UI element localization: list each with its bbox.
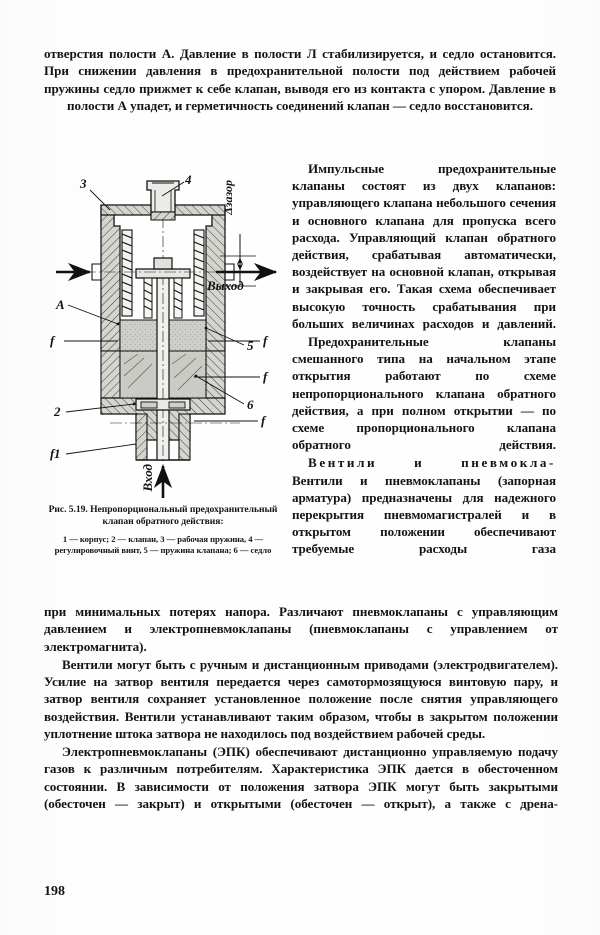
- figure-callout-f-right-lower: f: [261, 413, 266, 428]
- figure-legend: 1 — корпус; 2 — клапан, 3 — рабочая пруж…: [54, 534, 272, 555]
- paragraph-intro: отверстия полости А. Давление в полости …: [44, 46, 556, 113]
- figure-callout-a: А: [56, 297, 65, 312]
- paragraph-ventili-pneumo: Вентили и пневмоклапаны (запорная армату…: [292, 472, 556, 557]
- top-text-block: отверстия полости А. Давление в полости …: [44, 45, 556, 114]
- figure-callout-3: 3: [80, 176, 87, 191]
- figure-callout-2: 2: [54, 404, 61, 419]
- paragraph-mixed-type-valves: Предохранительные клапаны смешанного тип…: [292, 334, 556, 453]
- figure-callout-5: 5: [247, 338, 254, 353]
- figure-label-outlet: Выход: [207, 278, 244, 293]
- figure-column: 3 4 А 5 6 2 1 f f f f f Δзазор Выход Вхо…: [44, 168, 282, 555]
- figure-caption-title: Непропорциональный предохранительный кла…: [90, 504, 278, 527]
- paragraph-impulse-valves: Импульсные предохранительные клапаны сос…: [292, 161, 556, 331]
- bottom-text-block: при минимальных потерях напора. Различаю…: [44, 603, 558, 812]
- figure-caption: Рис. 5.19. Непропорциональный предохрани…: [44, 504, 282, 527]
- figure-caption-number: Рис. 5.19.: [48, 504, 88, 515]
- figure-callout-4: 4: [185, 172, 192, 187]
- right-text-column: Импульсные предохранительные клапаны сос…: [292, 160, 556, 558]
- paragraph-ventil-drives: Вентили могут быть с ручным и дистанцион…: [44, 656, 558, 741]
- figure-callout-f-left-upper: f: [50, 333, 55, 348]
- paragraph-pneumo-classification: при минимальных потерях напора. Различаю…: [44, 604, 558, 654]
- paragraph-heading-ventili: Вентили и пневмокла-: [308, 455, 556, 471]
- figure-callout-1: 1: [54, 446, 61, 461]
- figure-label-inlet: Вход: [140, 464, 155, 492]
- figure-label-gap: Δзазор: [221, 180, 235, 215]
- paragraph-epk: Электропневмоклапаны (ЭПК) обеспечивают …: [44, 744, 558, 811]
- figure-callout-f-right-mid: f: [263, 369, 268, 384]
- figure-callout-6: 6: [247, 397, 254, 412]
- page-number: 198: [44, 884, 65, 899]
- figure-5-19: 3 4 А 5 6 2 1 f f f f f Δзазор Выход Вхо…: [44, 168, 282, 498]
- valve-cross-section-drawing: [56, 180, 278, 498]
- figure-callout-f-right-upper: f: [263, 333, 268, 348]
- figure-callout-f-left-lower: f: [50, 446, 55, 461]
